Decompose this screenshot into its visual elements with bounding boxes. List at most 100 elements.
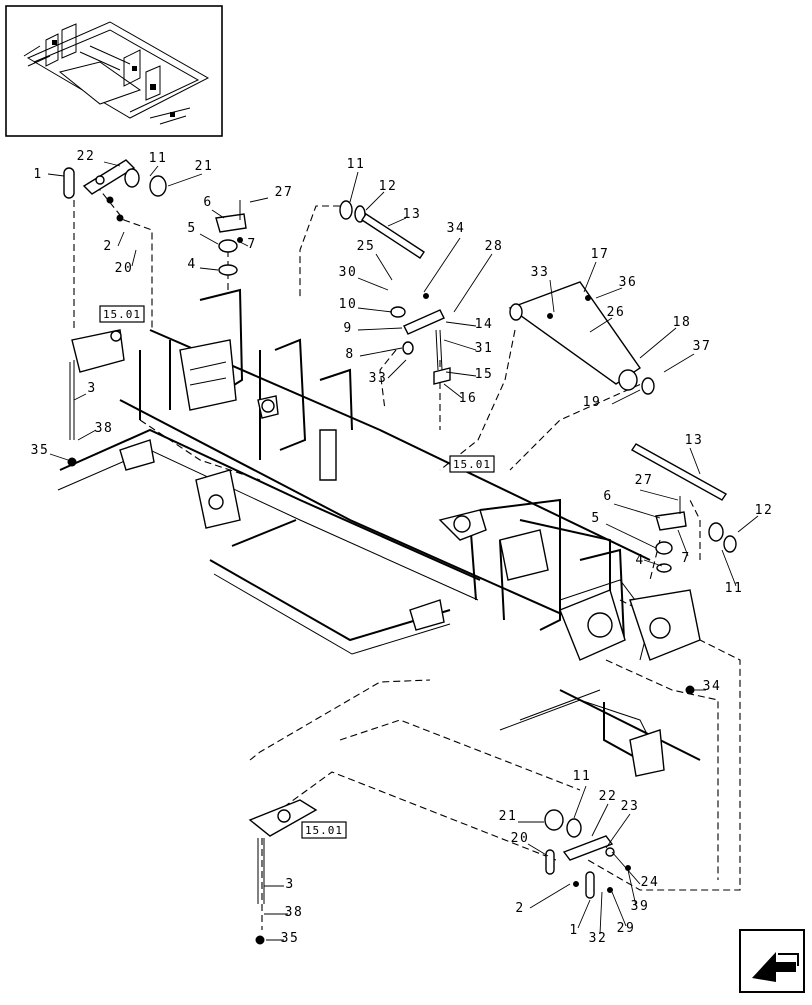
callout-label: 12 <box>755 503 774 518</box>
callout-label: 15 <box>475 367 494 382</box>
callout-label: 11 <box>573 769 592 784</box>
callout-label: 3 <box>285 877 294 892</box>
callout-leader <box>583 261 597 293</box>
reference-box-3[interactable]: 15.01 <box>301 821 347 839</box>
left-linkage <box>63 159 167 467</box>
callout-leader <box>211 209 225 219</box>
callout-label: 13 <box>685 433 704 448</box>
callout-label: 4 <box>187 257 196 272</box>
reference-box-1[interactable]: 15.01 <box>99 305 145 323</box>
callout-label: 30 <box>339 265 358 280</box>
reference-box-label: 15.01 <box>453 458 491 471</box>
reference-boxes: 15.01 15.01 15.01 <box>99 305 495 839</box>
callout-leader <box>549 279 555 313</box>
callout-label: 37 <box>693 339 712 354</box>
callout-label: 11 <box>725 581 744 596</box>
callout-leader <box>365 191 385 211</box>
callout-leader <box>49 453 69 461</box>
callout-label: 11 <box>149 151 168 166</box>
callout-label: 20 <box>511 831 530 846</box>
callout-label: 10 <box>339 297 358 312</box>
callout-label: 27 <box>635 473 654 488</box>
callout-leader <box>527 843 549 857</box>
callout-leader <box>103 161 121 167</box>
callout-leader <box>423 237 461 293</box>
center-pivot <box>215 200 247 276</box>
callout-label: 38 <box>95 421 114 436</box>
callout-leader <box>357 327 403 331</box>
main-frame <box>57 288 701 777</box>
callout-leader <box>613 503 661 519</box>
bottom-linkage <box>248 799 631 945</box>
callout-leader <box>443 339 477 351</box>
callout-label: 16 <box>459 391 478 406</box>
callout-label: 38 <box>285 905 304 920</box>
callout-label: 33 <box>369 371 388 386</box>
callout-label: 27 <box>275 185 294 200</box>
callout-label: 9 <box>343 321 352 336</box>
callout-leader <box>357 307 393 313</box>
callout-label: 32 <box>589 931 608 946</box>
callout-label: 35 <box>281 931 300 946</box>
callout-leader <box>387 359 407 379</box>
callout-leader <box>167 173 203 187</box>
callout-leader <box>643 559 663 567</box>
callout-label: 28 <box>485 239 504 254</box>
callout-leader <box>239 241 249 247</box>
callout-leader <box>737 515 759 533</box>
callout-label: 31 <box>475 341 494 356</box>
callout-leader <box>47 173 65 177</box>
callout-label: 7 <box>681 551 690 566</box>
callout-label: 6 <box>603 489 612 504</box>
callout-leader <box>591 803 609 837</box>
callout-leader <box>595 287 623 299</box>
callout-label: 5 <box>591 511 600 526</box>
callout-label: 24 <box>641 875 660 890</box>
callout-leader <box>445 371 477 377</box>
callout-label: 21 <box>499 809 518 824</box>
callout-leader <box>349 171 359 203</box>
callout-leader <box>605 523 657 549</box>
callout-label: 6 <box>203 195 212 210</box>
callout-label: 1 <box>569 923 578 938</box>
callout-leader <box>131 249 137 267</box>
reference-box-label: 15.01 <box>305 824 343 837</box>
callout-label: 22 <box>599 789 618 804</box>
callout-label: 36 <box>619 275 638 290</box>
callout-leader <box>599 891 603 935</box>
callout-leader <box>611 389 641 405</box>
callout-leader <box>689 447 701 475</box>
callout-leader <box>627 869 637 907</box>
callout-leader <box>443 383 463 399</box>
callout-leader <box>453 253 493 313</box>
callout-leader <box>605 813 631 849</box>
callout-leader <box>573 785 587 819</box>
callout-label: 35 <box>31 443 50 458</box>
callout-leader <box>445 321 477 327</box>
rod-assembly-right <box>630 443 737 695</box>
callout-label: 8 <box>345 347 354 362</box>
callout-label: 2 <box>515 901 524 916</box>
callout-label: 21 <box>195 159 214 174</box>
callout-label: 19 <box>583 395 602 410</box>
callout-leader <box>639 327 677 359</box>
reference-box-2[interactable]: 15.01 <box>449 455 495 473</box>
overview-thumbnail <box>5 5 223 137</box>
next-page-button[interactable] <box>739 929 805 993</box>
callout-leader <box>387 217 407 227</box>
callout-label: 22 <box>77 149 96 164</box>
callout-label: 29 <box>617 921 636 936</box>
callout-leader <box>677 529 689 557</box>
callout-label: 34 <box>703 679 722 694</box>
callout-leader <box>663 353 695 373</box>
callout-leader <box>199 233 219 245</box>
callout-leader <box>721 549 737 587</box>
next-page-arrow-icon <box>752 952 799 982</box>
callout-label: 2 <box>103 239 112 254</box>
callout-label: 3 <box>87 381 96 396</box>
callout-leader <box>117 231 125 247</box>
callout-label: 14 <box>475 317 494 332</box>
callout-leader <box>529 883 571 909</box>
